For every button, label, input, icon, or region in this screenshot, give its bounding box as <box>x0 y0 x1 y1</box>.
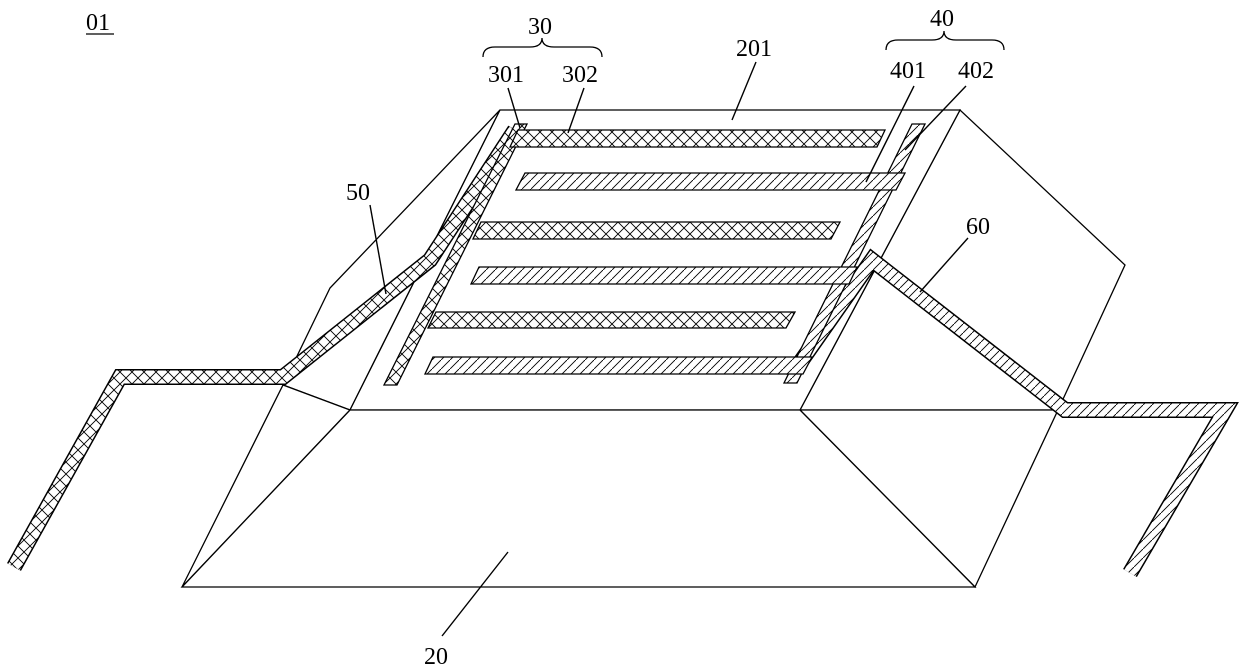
label-50: 50 <box>346 180 370 206</box>
label-402: 401 <box>890 58 926 84</box>
label-30: 30 <box>528 14 552 40</box>
brace-40 <box>886 31 1004 50</box>
label-40: 40 <box>930 6 954 32</box>
brace-30 <box>483 38 602 57</box>
label-302: 302 <box>562 62 598 88</box>
first-finger-2 <box>473 222 840 239</box>
label-60: 60 <box>966 214 990 240</box>
second-finger-3 <box>425 357 812 374</box>
first-finger-3 <box>428 312 795 328</box>
second-finger-2 <box>471 267 857 284</box>
label-301: 301 <box>488 62 524 88</box>
figure-id-label: 01 <box>86 10 110 36</box>
label-201: 201 <box>736 36 772 62</box>
second-finger-1 <box>516 173 905 190</box>
label-401: 402 <box>958 58 994 84</box>
first-finger-1 <box>510 130 885 147</box>
label-20: 20 <box>424 644 448 670</box>
